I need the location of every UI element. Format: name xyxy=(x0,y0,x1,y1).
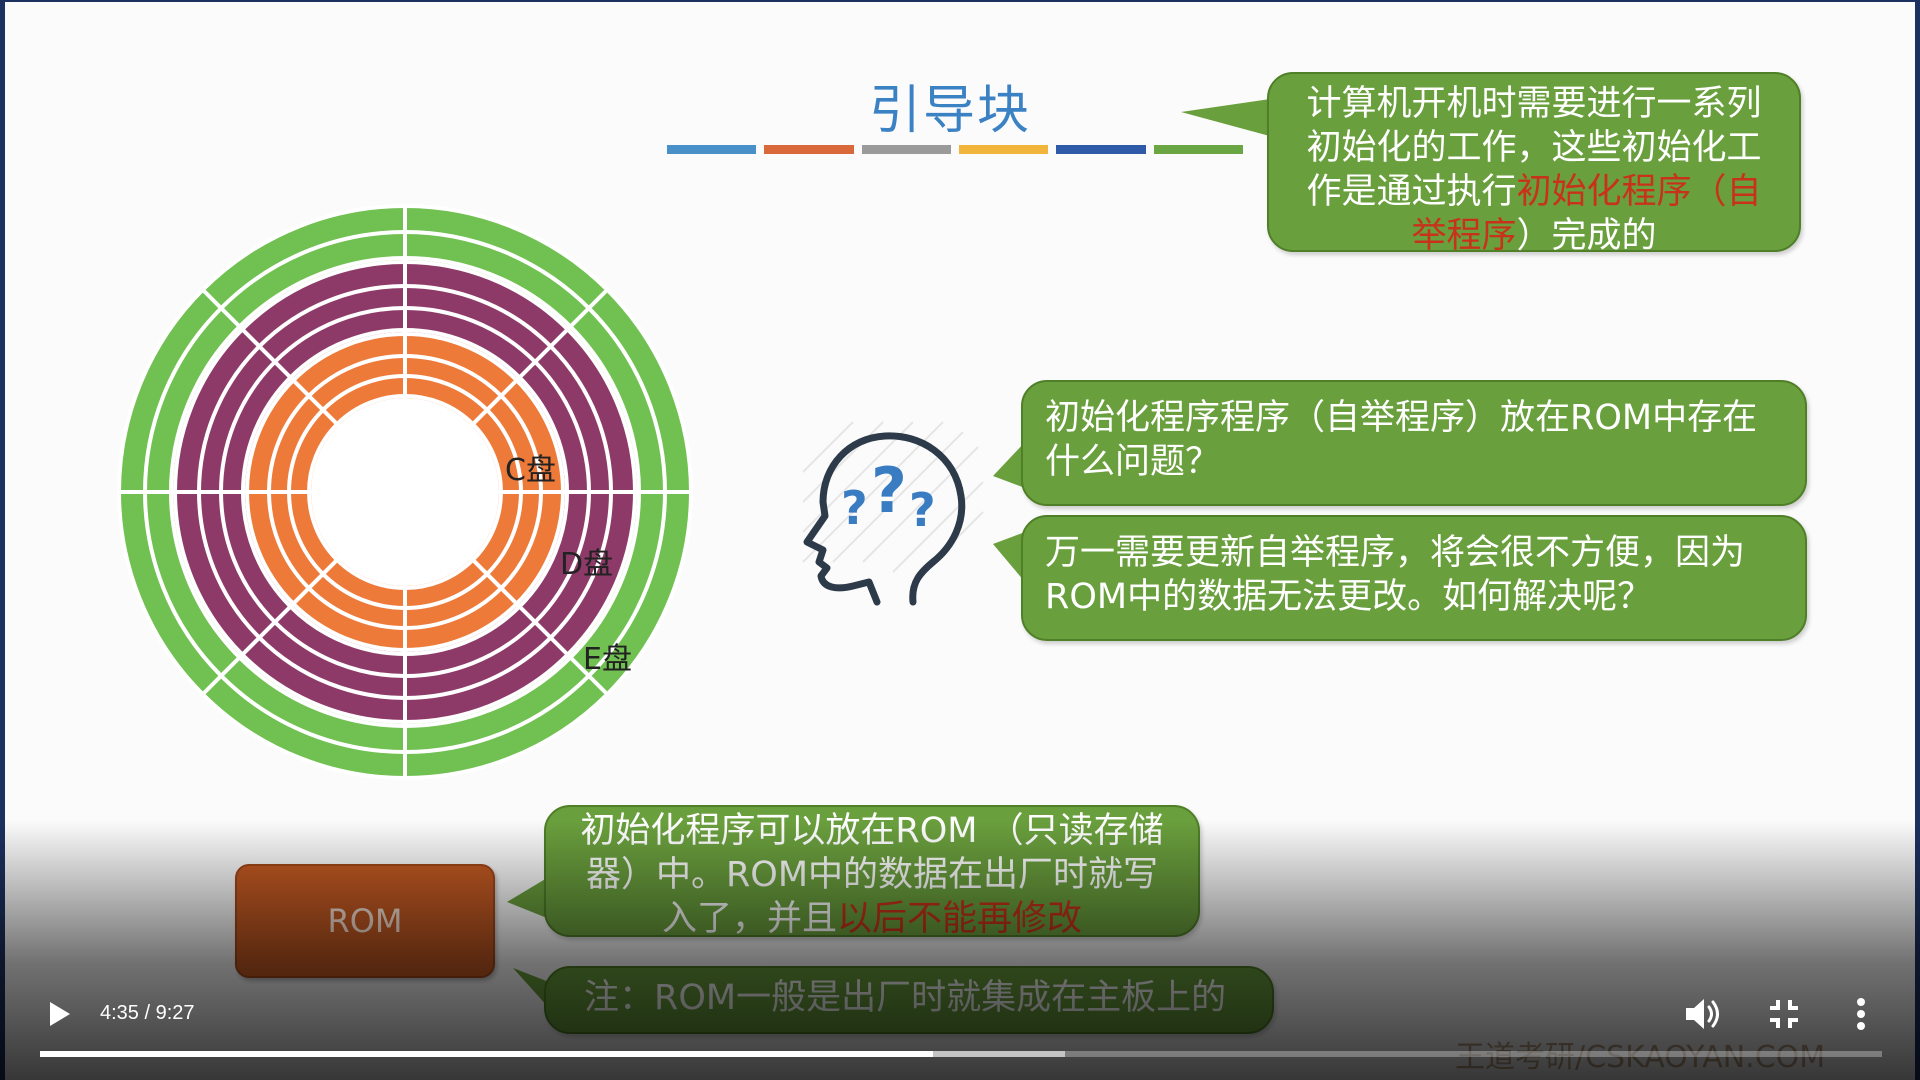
volume-icon[interactable] xyxy=(1680,992,1724,1036)
bubble4-tail xyxy=(507,878,547,918)
bubble3-line1: 万一需要更新自举程序，将会很不方便，因为 xyxy=(1045,533,1746,573)
svg-text:?: ? xyxy=(841,481,868,535)
stripe-2 xyxy=(764,145,854,154)
bubble4-line1: 初始化程序可以放在ROM （只读存储 xyxy=(580,811,1164,851)
slide-title: 引导块 xyxy=(868,81,1031,141)
stripe-6 xyxy=(1153,145,1243,154)
rom-box: ROM xyxy=(235,864,495,978)
stripe-5 xyxy=(1056,145,1146,154)
d-drive-label: D盘 xyxy=(560,547,614,582)
stripe-1 xyxy=(667,145,757,154)
bubble1-line3-a: 作是通过执行 xyxy=(1306,172,1517,212)
progress-bar[interactable] xyxy=(40,1051,1882,1057)
svg-text:?: ? xyxy=(909,483,936,537)
sector-line xyxy=(468,555,611,698)
sector-line xyxy=(468,286,611,429)
duration: 9:27 xyxy=(155,1002,195,1024)
svg-text:?: ? xyxy=(871,454,907,527)
current-time: 4:35 xyxy=(100,1002,139,1024)
bubble2-tail xyxy=(993,442,1025,488)
bubble1-line1: 计算机开机时需要进行一系列 xyxy=(1306,84,1762,124)
bubble1-line4: 举程序）完成的 xyxy=(1299,214,1769,258)
bubble3-tail xyxy=(993,532,1025,582)
bubble2-line1: 初始化程序程序（自举程序）放在ROM中存在 xyxy=(1045,398,1758,438)
bubble1-line4-b: ）完成的 xyxy=(1516,216,1657,256)
title-underline-stripes xyxy=(667,145,1243,157)
bubble4-line3: 入了，并且以后不能再修改 xyxy=(576,897,1168,941)
bubble4-line3-red: 以后不能再修改 xyxy=(837,899,1083,939)
bubble1-line2: 初始化的工作，这些初始化工 xyxy=(1306,128,1762,168)
stripe-3 xyxy=(861,145,951,154)
player-controls: 4:35 / 9:27 xyxy=(0,980,1920,1050)
exit-fullscreen-icon[interactable] xyxy=(1762,992,1806,1036)
played-bar xyxy=(40,1051,933,1057)
bubble2-line2: 什么问题？ xyxy=(1045,442,1221,482)
stripe-4 xyxy=(958,145,1049,154)
bubble-rom-answer: 初始化程序可以放在ROM （只读存储 器）中。ROM中的数据在出厂时就写 入了，… xyxy=(544,805,1200,939)
more-vertical-icon[interactable] xyxy=(1846,992,1876,1036)
bubble4-line2: 器）中。ROM中的数据在出厂时就写 xyxy=(585,855,1159,895)
time-display: 4:35 / 9:27 xyxy=(100,1002,195,1025)
disk-hole xyxy=(311,398,499,586)
time-separator: / xyxy=(138,1002,156,1024)
sector-line xyxy=(199,555,342,698)
c-drive-label: C盘 xyxy=(505,453,556,488)
bubble1-line3: 作是通过执行初始化程序（自 xyxy=(1299,170,1769,214)
bubble1-line4-red: 举程序 xyxy=(1411,216,1517,256)
bubble1-tail xyxy=(1181,98,1277,138)
bubble-boot-intro: 计算机开机时需要进行一系列 初始化的工作，这些初始化工 作是通过执行初始化程序（… xyxy=(1267,72,1801,256)
play-icon[interactable] xyxy=(40,996,76,1032)
bubble-rom-question: 初始化程序程序（自举程序）放在ROM中存在 什么问题？ xyxy=(1021,380,1807,506)
e-drive-label: E盘 xyxy=(583,642,632,677)
bubble-update-problem: 万一需要更新自举程序，将会很不方便，因为 ROM中的数据无法更改。如何解决呢？ xyxy=(1021,515,1807,641)
sector-line xyxy=(199,286,342,429)
bubble1-line3-red: 初始化程序（自 xyxy=(1516,172,1762,212)
slide: 引导块 C盘 D盘 E盘 计算机开机时需要进行一系列 初始化的工作，这些初始化工… xyxy=(5,2,1915,1080)
head-question-marks-icon: ? ? ? xyxy=(802,421,984,606)
disk-partition-diagram xyxy=(117,204,693,780)
bubble3-line2: ROM中的数据无法更改。如何解决呢？ xyxy=(1045,577,1653,617)
bubble4-line3-a: 入了，并且 xyxy=(661,899,837,939)
